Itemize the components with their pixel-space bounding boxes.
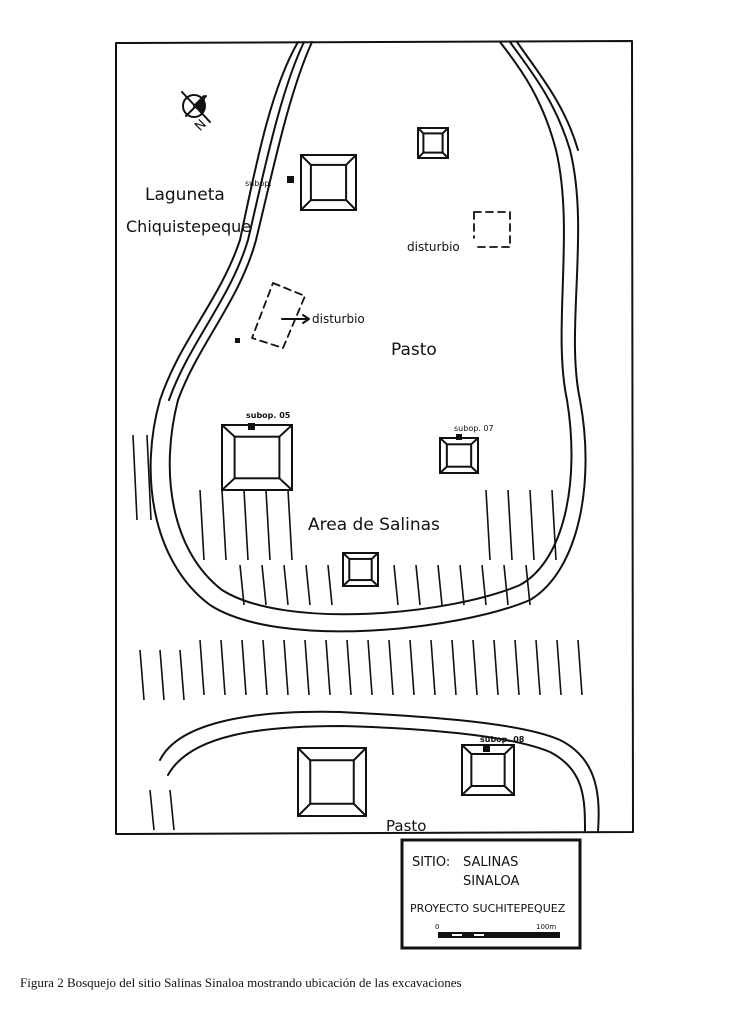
- salinas-hatch-line: [556, 639, 562, 696]
- mound-structure: [221, 424, 293, 491]
- salinas-hatch-line: [287, 489, 293, 561]
- subop-marker-top: [287, 176, 294, 183]
- salinas-hatch-line: [346, 639, 352, 696]
- salinas-hatch-line: [199, 489, 205, 561]
- legend-site-label: SITIO:: [412, 855, 450, 870]
- legend-project: PROYECTO SUCHITEPEQUEZ: [410, 902, 566, 915]
- subop-marker-left: [235, 338, 240, 343]
- salinas-hatch-line: [485, 489, 491, 561]
- river-lower-outer: [159, 710, 600, 833]
- disturbance-area-right: [473, 211, 511, 248]
- map-frame: [115, 40, 634, 835]
- mound-structure: [342, 552, 379, 587]
- north-arrow-icon: [181, 91, 211, 123]
- salinas-hatch-line: [327, 564, 333, 606]
- salinas-hatch-line: [304, 639, 310, 696]
- salinas-hatch-line: [221, 489, 227, 561]
- salinas-hatching: [132, 434, 583, 831]
- salinas-hatch-line: [283, 639, 289, 696]
- salinas-hatch-line: [503, 564, 509, 606]
- lagoon-label-1: Laguneta: [145, 185, 225, 205]
- pasto-lower-label: Pasto: [386, 817, 426, 835]
- subop-08-label: subop. 08: [480, 735, 525, 744]
- salinas-hatch-line: [535, 639, 541, 696]
- salinas-hatch-line: [472, 639, 478, 696]
- pasto-upper-label: Pasto: [391, 340, 437, 360]
- legend-site-name-2: SINALOA: [463, 874, 519, 889]
- salinas-area-label: Area de Salinas: [308, 515, 440, 535]
- salinas-hatch-line: [283, 564, 289, 606]
- salinas-hatch-line: [529, 489, 535, 561]
- salinas-hatch-line: [415, 564, 421, 606]
- disturbance-area-left: [251, 282, 306, 349]
- salinas-hatch-line: [169, 789, 175, 831]
- salinas-hatch-line: [367, 639, 373, 696]
- salinas-hatch-line: [262, 639, 268, 696]
- salinas-hatch-line: [325, 639, 331, 696]
- salinas-hatch-line: [149, 789, 155, 831]
- disturbio-label-right: disturbio: [407, 240, 460, 254]
- salinas-hatch-line: [525, 564, 531, 606]
- salinas-hatch-line: [159, 649, 165, 701]
- legend-box: SITIO: SALINAS SINALOA PROYECTO SUCHITEP…: [400, 838, 582, 950]
- subop-marker-07: [456, 434, 462, 440]
- salinas-hatch-line: [146, 434, 152, 521]
- salinas-hatch-line: [179, 649, 185, 701]
- salinas-hatch-line: [220, 639, 226, 696]
- salinas-hatch-line: [493, 639, 499, 696]
- disturbio-label-left: disturbio: [312, 312, 365, 326]
- salinas-hatch-line: [507, 489, 513, 561]
- river-upper-outer: [149, 41, 587, 633]
- salinas-hatch-line: [481, 564, 487, 606]
- subop-marker-08: [483, 745, 490, 752]
- mound-structure: [417, 127, 449, 159]
- figure-caption: Figura 2 Bosquejo del sitio Salinas Sina…: [20, 975, 462, 990]
- legend-site-name-1: SALINAS: [463, 855, 518, 870]
- salinas-hatch-line: [577, 639, 583, 696]
- scale-end: 100m: [536, 923, 556, 931]
- subop-07-label: subop. 07: [454, 424, 494, 433]
- salinas-hatch-line: [514, 639, 520, 696]
- mound-structure: [300, 154, 357, 211]
- salinas-hatch-line: [239, 564, 245, 606]
- salinas-hatch-line: [388, 639, 394, 696]
- scale-start: 0: [435, 923, 439, 931]
- river-lower-inner: [167, 725, 586, 833]
- mound-structure: [297, 747, 367, 817]
- river-upper-inner: [168, 41, 573, 616]
- salinas-hatch-line: [393, 564, 399, 606]
- salinas-hatch-line: [265, 489, 271, 561]
- salinas-hatch-line: [139, 649, 145, 701]
- arrow-disturbio: [281, 314, 310, 324]
- subop-05-label: subop. 05: [246, 411, 291, 420]
- lagoon-label-2: Chiquistepeque: [126, 217, 251, 236]
- salinas-hatch-line: [459, 564, 465, 606]
- salinas-hatch-line: [551, 489, 557, 561]
- salinas-hatch-line: [132, 434, 138, 521]
- salinas-hatch-line: [243, 489, 249, 561]
- subop-label-top: subop.: [245, 179, 272, 188]
- scale-bar: [438, 932, 560, 938]
- river-upper-outer2: [516, 41, 579, 151]
- salinas-hatch-line: [409, 639, 415, 696]
- river-upper-inner2: [168, 41, 305, 401]
- salinas-hatch-line: [430, 639, 436, 696]
- salinas-hatch-line: [261, 564, 267, 606]
- salinas-hatch-line: [199, 639, 205, 696]
- mound-structure: [439, 437, 479, 474]
- salinas-hatch-line: [305, 564, 311, 606]
- subop-marker-05: [248, 423, 255, 430]
- mound-structure: [461, 744, 515, 796]
- salinas-hatch-line: [437, 564, 443, 606]
- salinas-hatch-line: [451, 639, 457, 696]
- salinas-hatch-line: [241, 639, 247, 696]
